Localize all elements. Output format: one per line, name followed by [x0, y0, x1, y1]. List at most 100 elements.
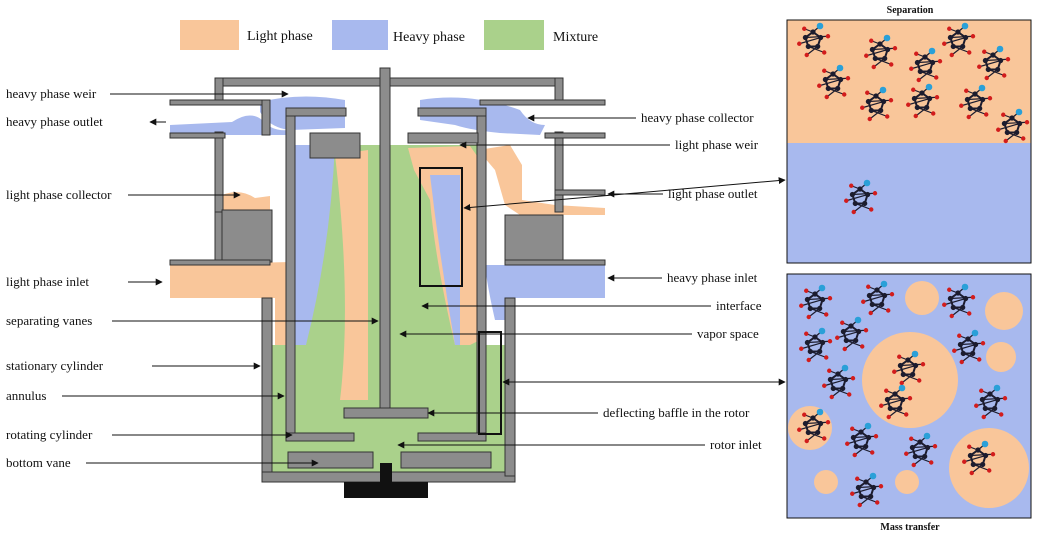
- label-heavy-phase-weir: heavy phase weir: [6, 86, 97, 101]
- shaft: [379, 67, 391, 414]
- pentagon-molecule-icon: [996, 108, 1030, 144]
- label-light-phase-collector: light phase collector: [6, 187, 112, 202]
- housing-left-wall: [169, 134, 223, 266]
- separation-panel: Separation: [786, 5, 1032, 264]
- heavy-phase-rotor-right: [430, 175, 460, 345]
- legend-swatch-mixture: [484, 20, 544, 50]
- rotor-top-right: [417, 107, 487, 117]
- legend-label-mixture: Mixture: [553, 30, 598, 45]
- separation-frame: [786, 19, 1032, 264]
- label-light-phase-inlet: light phase inlet: [6, 274, 89, 289]
- separation-light-layer: [787, 20, 1031, 143]
- light-outlet-top-wall: [554, 189, 606, 196]
- pentagon-molecule-icon: [861, 280, 895, 316]
- label-rotor-inlet: rotor inlet: [710, 437, 762, 452]
- mass-transfer-frame: [786, 273, 1032, 519]
- pentagon-molecule-icon: [817, 64, 851, 100]
- droplet-circle-icon: [895, 470, 919, 494]
- rotor-lid-right: [407, 132, 479, 144]
- heavy-phase-rotor-left: [295, 145, 335, 345]
- label-bottom-vane: bottom vane: [6, 455, 71, 470]
- housing-top-right-post: [554, 77, 564, 104]
- label-deflecting-baffle: deflecting baffle in the rotor: [603, 405, 750, 420]
- legend-swatch-heavy: [332, 20, 388, 50]
- pentagon-molecule-icon: [797, 22, 831, 58]
- heavy-phase-inlet-stream: [485, 265, 605, 320]
- light-phase-rotor-left: [335, 150, 368, 400]
- housing-left-lower: [261, 297, 273, 477]
- pentagon-molecule-icon: [799, 284, 833, 320]
- contactor: [169, 67, 606, 498]
- detail-box-mass-transfer: [478, 331, 502, 435]
- legend-label-heavy: Heavy phase: [393, 30, 465, 45]
- deflecting-baffle: [343, 407, 429, 419]
- pentagon-molecule-icon: [850, 472, 884, 508]
- light-phase-inlet-stream: [170, 262, 295, 345]
- label-heavy-phase-collector: heavy phase collector: [641, 110, 754, 125]
- rotor-left-wall: [285, 107, 296, 439]
- pentagon-molecule-icon: [942, 22, 976, 58]
- droplet-circle-icon: [985, 292, 1023, 330]
- label-light-phase-weir: light phase weir: [675, 137, 759, 152]
- housing-left-upper: [214, 131, 224, 213]
- pentagon-molecule-icon: [906, 83, 940, 119]
- pentagon-molecule-icon: [879, 384, 913, 420]
- bottom-vane-left: [287, 451, 374, 469]
- separation-title: Separation: [887, 5, 934, 16]
- light-collector-block: [221, 209, 273, 263]
- label-heavy-phase-outlet: heavy phase outlet: [6, 114, 103, 129]
- label-rotating-cylinder: rotating cylinder: [6, 427, 93, 442]
- pentagon-molecule-icon: [864, 34, 898, 70]
- pentagon-molecule-icon: [797, 408, 831, 444]
- legend-swatch-light: [180, 20, 239, 50]
- pentagon-molecule-icon: [959, 84, 993, 120]
- connector-separation: [463, 177, 786, 211]
- rotor-bottom-right: [417, 432, 487, 442]
- separation-heavy-layer: [787, 143, 1031, 263]
- pentagon-molecule-icon: [892, 350, 926, 386]
- rotor-bottom-left: [285, 432, 355, 442]
- pentagon-molecule-icon: [974, 384, 1008, 420]
- legend: Light phase Heavy phase Mixture: [180, 20, 598, 50]
- droplet-circle-icon: [862, 332, 958, 428]
- light-phase-right-channel: [478, 145, 605, 215]
- droplet-circle-icon: [905, 281, 939, 315]
- label-heavy-phase-inlet: heavy phase inlet: [667, 270, 758, 285]
- pentagon-molecule-icon: [860, 86, 894, 122]
- droplet-circle-icon: [814, 470, 838, 494]
- pentagon-molecule-icon: [909, 47, 943, 83]
- pentagon-molecule-icon: [952, 329, 986, 365]
- pentagon-molecule-icon: [904, 432, 938, 468]
- detail-box-separation: [419, 167, 463, 287]
- pentagon-molecule-icon: [942, 283, 976, 319]
- pentagon-molecule-icon: [845, 422, 879, 458]
- rotor-lid-left: [309, 132, 361, 159]
- pentagon-molecule-icon: [977, 45, 1011, 81]
- motor-base: [344, 482, 428, 498]
- heavy-phase-outlet-stream: [170, 115, 290, 135]
- light-inlet-top-wall: [169, 259, 271, 266]
- mass-transfer-title: Mass transfer: [880, 522, 940, 533]
- heavy-outlet-top-wall: [169, 99, 271, 106]
- pentagon-molecule-icon: [822, 364, 856, 400]
- label-separating-vanes: separating vanes: [6, 313, 92, 328]
- label-annulus: annulus: [6, 388, 46, 403]
- rotor-top-left: [285, 107, 347, 117]
- housing-right-lower: [504, 297, 516, 477]
- heavy-phase-weir-bar: [261, 99, 271, 136]
- motor-coupling: [380, 463, 392, 483]
- pentagon-molecule-icon: [835, 316, 869, 352]
- left-labels: heavy phase weir heavy phase outlet ligh…: [6, 86, 379, 470]
- droplet-circle-icon: [986, 342, 1016, 372]
- light-outlet-block: [504, 214, 564, 266]
- label-interface: interface: [716, 298, 762, 313]
- heavy-collector-top-wall: [479, 99, 606, 106]
- label-light-phase-outlet: light phase outlet: [668, 186, 758, 201]
- right-labels: heavy phase collector light phase weir l…: [397, 110, 786, 452]
- heavy-outlet-bottom-wall: [169, 132, 226, 139]
- droplet-circle-icon: [949, 428, 1029, 508]
- pentagon-molecule-icon: [799, 327, 833, 363]
- label-vapor-space: vapor space: [697, 326, 759, 341]
- bottom-vane-right: [400, 451, 492, 469]
- droplet-circle-icon: [788, 406, 832, 450]
